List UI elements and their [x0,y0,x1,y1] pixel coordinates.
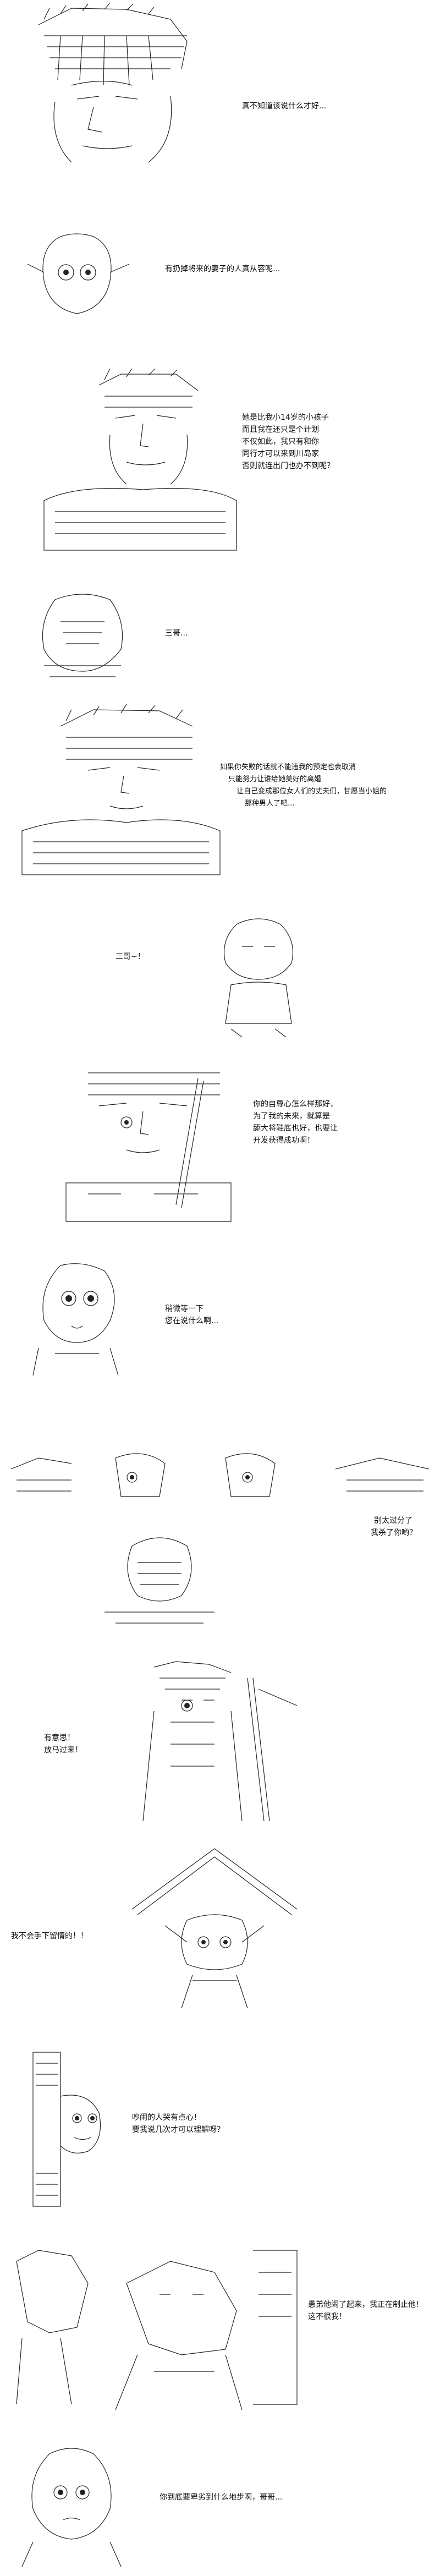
panel-10: 有意思！ 放马过来！ [0,1651,440,1832]
dialogue-line: 你的自尊心怎么样那好， [253,1100,338,1109]
panel-14: 你到底要卑劣到什么地步啊，哥哥... [0,2432,440,2575]
ascii-art-round-face [22,231,132,319]
panel-13: 愚弟他闹了起来，我正在制止他！ 这不很我！ [0,2234,440,2421]
dialogue-line: 吵闹的人哭有点心！ [132,2113,201,2122]
panel-11: 我不会手下留情的！！ [0,1843,440,2025]
dialogue-line: 三哥~！ [116,952,145,961]
dialogue-line: 你到底要卑劣到什么地步啊，哥哥... [160,2493,283,2502]
dialogue-line: 愚弟他闹了起来，我正在制止他！ [308,2300,424,2309]
dialogue-line: 不仅如此，我只有和你 [242,437,319,446]
ascii-art-man-face [6,3,226,173]
panel-8: 稍微等一下 您在说什么啊... [0,1249,440,1392]
dialogue-line: 如果你失败的话就不能违我的预定也会取消 [220,763,356,771]
ascii-art-standing-man [121,1656,319,1827]
ascii-art-two-figures-crowd [6,1447,435,1634]
panel-6: 三哥~！ [0,908,440,1045]
dialogue-line: 真不知道该说什么才好... [242,102,327,111]
panel-4: 三哥... [0,578,440,688]
dialogue-line: 开发获得成功啊！ [253,1136,315,1145]
dialogue-line: 三哥... [165,629,188,638]
dialogue-line: 有扔掉将来的妻子的人真从容呢... [165,265,280,273]
dialogue-line: 要我说几次才可以理解呀？ [132,2125,224,2134]
panel-9: 别太过分了 我杀了你哟？ [0,1447,440,1640]
dialogue-line: 那种男人了吧... [245,799,295,808]
dialogue-line: 这不很我！ [308,2312,346,2321]
dialogue-line: 您在说什么啊... [165,1317,219,1325]
dialogue-line: 放马过来！ [44,1746,82,1755]
panel-12: 吵闹的人哭有点心！ 要我说几次才可以理解呀？ [0,2036,440,2217]
ascii-art-man-speaking [16,704,226,880]
panel-5: 如果你失败的话就不能违我的预定也会取消 只能努力让谁给她美好的离婚 让自己变成那… [0,699,440,897]
panel-3: 她是比我小14岁的小孩子 而且我在还只是个计划 不仅如此，我只有和你 同行才可以… [0,363,440,561]
dialogue-line: 她是比我小14岁的小孩子 [242,413,329,422]
ascii-art-shocked-face [22,1260,132,1381]
panel-1: 真不知道该说什么才好... [0,0,440,176]
ascii-art-figure-raising-blades [121,1843,308,2019]
ascii-art-figure-behind-pillar [22,2047,121,2212]
dialogue-line: 为了我的未来，就算是 [253,1112,330,1121]
dialogue-line: 否则就连出门也办不到呢？ [242,462,334,470]
dialogue-line: 让自己变成那位女人们的丈夫们，甘愿当小姐的 [237,787,387,796]
ascii-art-struggling-figures [6,2239,302,2415]
dialogue-line: 稍微等一下 [165,1305,204,1313]
dialogue-line: 同行才可以来到川岛家 [242,450,319,458]
dialogue-line: 我不会手下留情的！！ [11,1932,88,1941]
ascii-art-round-face-disappointed [11,2443,132,2569]
panel-2: 有扔掉将来的妻子的人真从容呢... [0,209,440,341]
dialogue-line: 别太过分了 [374,1516,413,1525]
ascii-art-figure-sitting [22,589,143,682]
ascii-art-man-arms-crossed [33,369,242,556]
dialogue-line: 而且我在还只是个计划 [242,425,319,434]
panel-7: 你的自尊心怎么样那好， 为了我的未来，就算是 舔大将鞋底也好，也要让 开发获得成… [0,1056,440,1232]
dialogue-line: 只能努力让谁给她美好的离婚 [228,775,322,783]
dialogue-line: 舔大将鞋底也好，也要让 [253,1124,338,1133]
ascii-art-man-with-sword [55,1062,242,1227]
dialogue-line: 我杀了你哟？ [371,1528,417,1537]
dialogue-line: 有意思！ [44,1734,75,1742]
ascii-art-round-figure [209,913,308,1040]
